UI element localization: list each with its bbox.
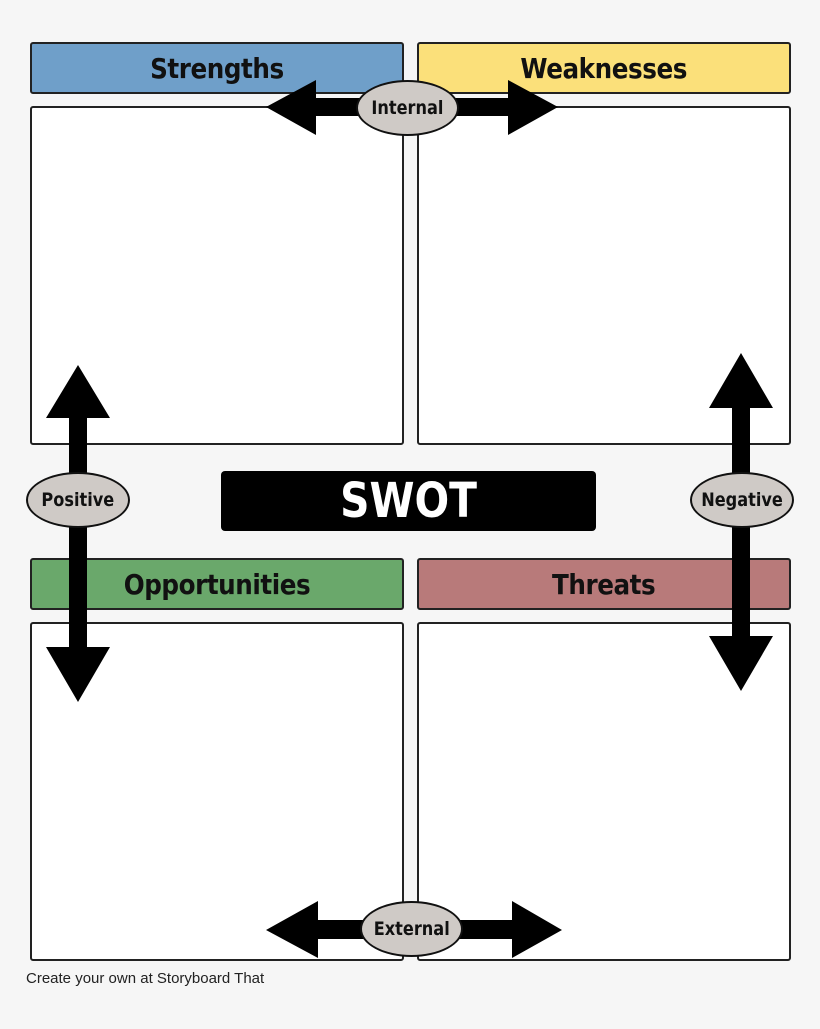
threats-header: Threats [417,558,791,610]
weaknesses-header: Weaknesses [417,42,791,94]
footer-credit[interactable]: Create your own at Storyboard That [26,970,265,987]
opportunities-title: Opportunities [123,567,311,601]
swot-title-box: SWOT [221,471,596,531]
strengths-title: Strengths [150,51,284,85]
weaknesses-title: Weaknesses [520,51,688,85]
strengths-box[interactable] [30,106,404,445]
external-label: External [373,918,450,940]
opportunities-box[interactable] [30,622,404,961]
strengths-header: Strengths [30,42,404,94]
internal-oval: Internal [356,80,459,136]
negative-label: Negative [701,489,783,511]
internal-label: Internal [371,97,444,119]
positive-oval: Positive [26,472,130,528]
swot-title: SWOT [340,473,477,529]
opportunities-header: Opportunities [30,558,404,610]
negative-oval: Negative [690,472,794,528]
external-oval: External [360,901,463,957]
positive-label: Positive [41,489,115,511]
positive-arrow [46,365,110,702]
threats-box[interactable] [417,622,791,961]
threats-title: Threats [552,567,656,601]
